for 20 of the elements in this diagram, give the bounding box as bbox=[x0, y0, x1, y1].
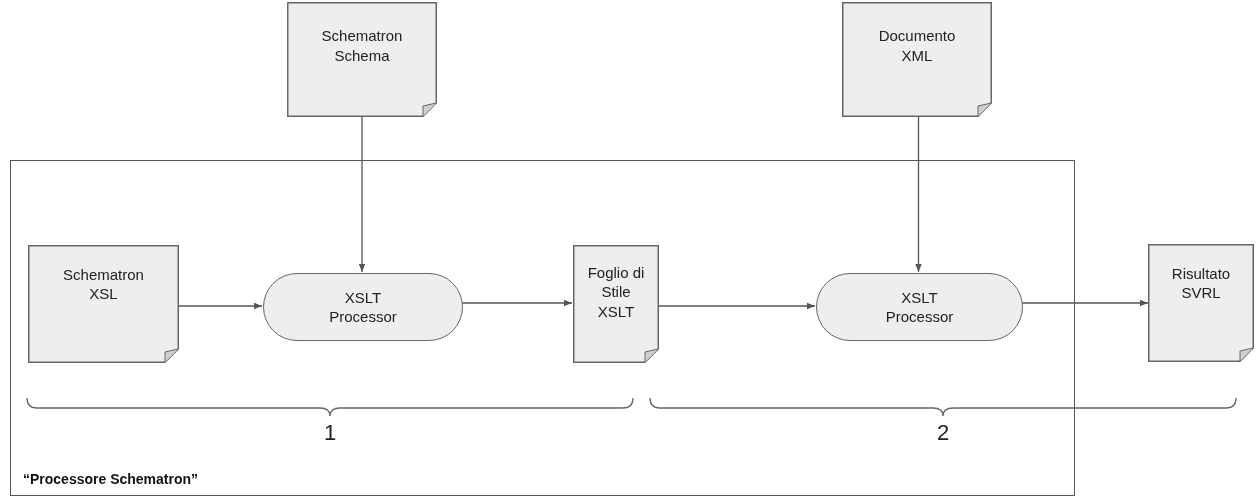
document-shape bbox=[573, 245, 659, 363]
document-shape bbox=[842, 2, 992, 117]
node-label: Schematron Schema bbox=[320, 26, 404, 65]
arrow bbox=[1021, 299, 1149, 307]
node-label: XSLT Processor bbox=[884, 287, 955, 327]
arrow bbox=[358, 116, 366, 273]
container-title: “Processore Schematron” bbox=[23, 471, 199, 487]
node-label: Foglio di Stile XSLT bbox=[586, 262, 646, 322]
document-shape bbox=[287, 2, 437, 117]
arrow bbox=[461, 299, 573, 307]
node-label: XSLT Processor bbox=[328, 287, 398, 327]
arrow bbox=[915, 116, 922, 273]
container-box bbox=[10, 160, 1075, 496]
document-shape bbox=[28, 245, 179, 363]
node-label: Schematron XSL bbox=[62, 264, 145, 304]
document-shape bbox=[1148, 244, 1254, 362]
bracket-number: 2 bbox=[937, 420, 950, 446]
node-label: Documento XML bbox=[877, 26, 957, 65]
node-label: Risultato SVRL bbox=[1170, 263, 1232, 303]
bracket-number: 1 bbox=[324, 420, 337, 446]
